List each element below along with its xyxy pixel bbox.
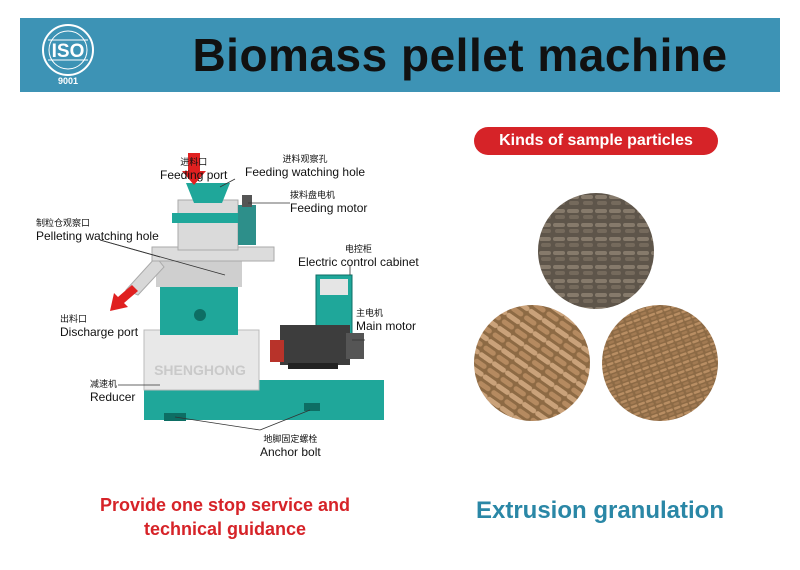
- sample-wood-pellets: [474, 305, 590, 421]
- label-feeding-motor: 拨料盘电机 Feeding motor: [290, 190, 368, 215]
- label-feeding-port: 进料口 Feeding port: [160, 157, 228, 182]
- service-caption: Provide one stop service and technical g…: [40, 493, 410, 541]
- pellet-machine-illustration: SHENGHONG: [36, 145, 480, 459]
- service-caption-line2: technical guidance: [143, 519, 307, 539]
- iso-number: 9001: [57, 76, 79, 86]
- service-caption-line1: Provide one stop service and: [99, 495, 351, 515]
- discharge-arrow-icon: [110, 285, 138, 311]
- label-anchor-bolt: 地脚固定螺栓 Anchor bolt: [260, 434, 321, 459]
- label-pelleting-watching-hole: 制粒仓观察口 Pelleting watching hole: [36, 218, 159, 243]
- header-banner: ISO 9001 Biomass pellet machine: [20, 18, 780, 92]
- brand-watermark: SHENGHONG: [154, 362, 246, 378]
- feeding-arrow-icon: [182, 153, 206, 185]
- label-main-motor: 主电机 Main motor: [356, 308, 417, 333]
- label-reducer: 减速机 Reducer: [90, 379, 136, 404]
- iso-text: ISO: [52, 41, 85, 62]
- sample-fine-pellets: [602, 305, 718, 421]
- label-feeding-watching-hole: 进料观察孔 Feeding watching hole: [245, 154, 366, 179]
- page-title: Biomass pellet machine: [192, 29, 728, 81]
- label-electric-control-cabinet: 电控柜 Electric control cabinet: [298, 244, 419, 269]
- iso-logo: ISO 9001: [34, 22, 124, 90]
- sample-dark-pellets: [538, 193, 654, 309]
- samples-title-badge: Kinds of sample particles: [474, 127, 718, 155]
- extrusion-caption: Extrusion granulation: [475, 497, 724, 524]
- label-discharge-port: 出料口 Discharge port: [60, 314, 139, 339]
